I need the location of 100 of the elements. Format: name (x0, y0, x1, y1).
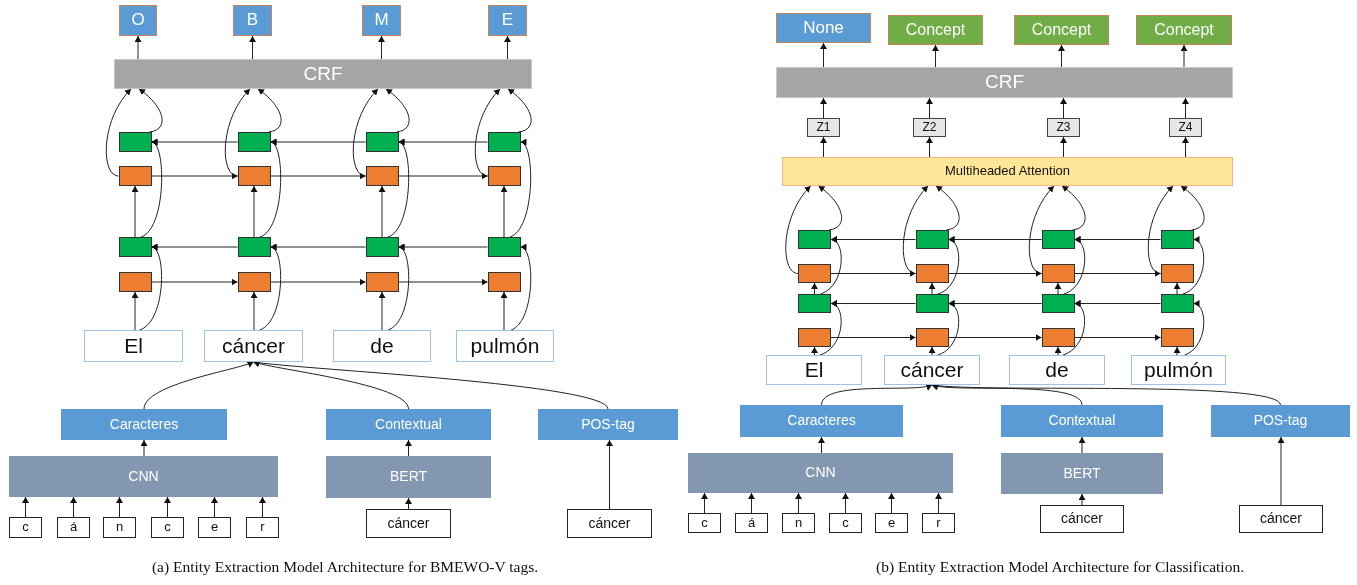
character-box: c (688, 513, 721, 533)
arrow (259, 141, 282, 238)
arrow (928, 282, 936, 295)
arrow (948, 300, 1042, 307)
arrow (935, 492, 942, 514)
lstm-cell (237, 237, 271, 257)
character-box: r (922, 513, 955, 533)
arrow (902, 185, 929, 274)
lstm-cell (1160, 264, 1194, 283)
word-box: de (333, 330, 431, 362)
arrow (211, 496, 218, 518)
arrow (1173, 346, 1181, 356)
lstm-cell (365, 132, 399, 152)
character-box: n (782, 513, 815, 533)
arrow (1180, 44, 1188, 68)
lstm-cell (798, 294, 831, 313)
token-box: cáncer (1239, 505, 1323, 533)
character-box: á (57, 517, 90, 538)
arrow (151, 243, 238, 251)
lstm-cell (798, 230, 831, 249)
arrow (821, 383, 933, 406)
arrow (1078, 436, 1086, 454)
arrow (378, 185, 386, 238)
character-box: á (735, 513, 768, 533)
arrow (842, 492, 849, 514)
arrow (811, 346, 818, 356)
arrow (1173, 282, 1181, 295)
arrow (138, 88, 163, 133)
arrow (151, 138, 238, 146)
output-tag: M (362, 5, 401, 36)
arrow (387, 246, 410, 331)
lstm-cell (118, 237, 152, 257)
word-box: cáncer (884, 355, 980, 385)
arrow (105, 88, 132, 177)
word-box: cáncer (204, 330, 303, 362)
arrow (1054, 282, 1062, 295)
arrow (928, 346, 936, 356)
lstm-cell (1041, 230, 1075, 249)
arrow (509, 141, 532, 238)
lstm-cell (365, 272, 399, 292)
arrow (1054, 346, 1062, 356)
arrow (1074, 334, 1161, 341)
arrow (378, 35, 385, 60)
token-box: cáncer (366, 509, 451, 538)
arrow (1060, 136, 1067, 158)
arrow (820, 97, 827, 119)
word-box: El (766, 355, 862, 385)
lstm-cell (487, 237, 521, 257)
arrow (398, 172, 488, 180)
attention-output: Z3 (1047, 118, 1080, 137)
arrow (1074, 270, 1161, 277)
arrow (398, 243, 488, 251)
lstm-cell (118, 166, 152, 186)
lstm-cell (487, 132, 521, 152)
arrow (1182, 97, 1189, 119)
arrow (504, 35, 511, 60)
lstm-cell (1041, 264, 1075, 283)
arrow (405, 439, 412, 457)
arrow (474, 88, 501, 177)
figure-caption: (b) Entity Extraction Model Architecture for Classification. (876, 558, 1244, 576)
arrow (151, 172, 238, 180)
lstm-cell (798, 264, 831, 283)
embedding-block: POS-tag (538, 409, 678, 440)
encoder-block: CNN (9, 456, 278, 497)
token-box: cáncer (567, 509, 652, 538)
arrow (259, 496, 266, 518)
figure-caption: (a) Entity Extraction Model Architecture for BMEWO-V tags. (151, 558, 539, 576)
arrow (818, 436, 825, 454)
character-box: r (246, 517, 279, 538)
arrow (948, 334, 1042, 341)
character-box: e (875, 513, 908, 533)
arrow (830, 334, 916, 341)
arrow (131, 291, 139, 331)
arrow (811, 282, 818, 295)
arrow (1028, 185, 1055, 274)
arrow (1180, 185, 1205, 231)
arrow (1078, 493, 1086, 506)
character-box: c (9, 517, 42, 538)
arrow (151, 278, 238, 286)
arrow (500, 291, 508, 331)
arrow (398, 278, 488, 286)
arrow (134, 35, 142, 60)
arrow (164, 496, 171, 518)
lstm-cell (915, 230, 949, 249)
arrow (820, 136, 827, 158)
lstm-cell (237, 166, 271, 186)
lstm-cell (365, 166, 399, 186)
arrow (926, 136, 933, 158)
lstm-cell (915, 294, 949, 313)
output-tag: B (233, 5, 272, 36)
arrow (140, 141, 163, 238)
arrow (1061, 185, 1086, 231)
output-tag: Concept (1136, 15, 1232, 45)
arrow (116, 496, 123, 518)
output-tag: None (776, 13, 871, 43)
arrow (1182, 136, 1189, 158)
arrow (139, 246, 163, 331)
character-box: e (198, 517, 231, 538)
attention-output: Z4 (1169, 118, 1202, 137)
encoder-block: BERT (1001, 453, 1163, 494)
